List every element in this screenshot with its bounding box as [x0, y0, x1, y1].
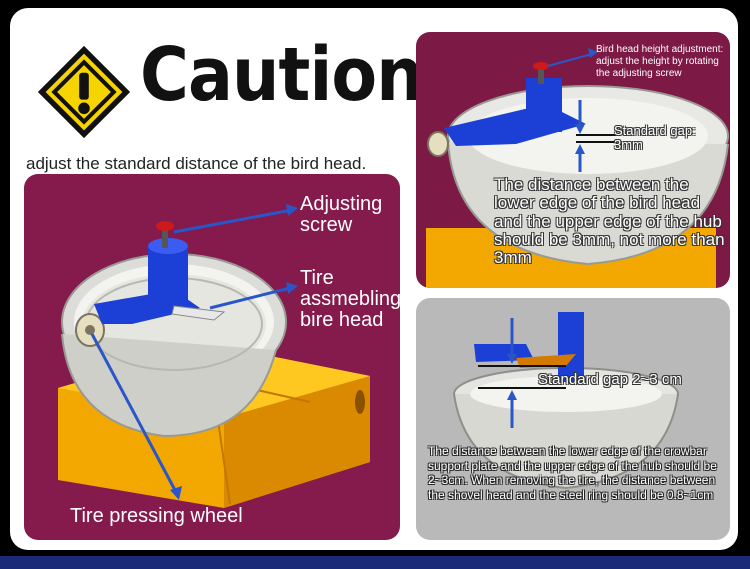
height-adjustment-note: Bird head height adjustment: adjust the …: [596, 44, 726, 80]
warning-icon: [36, 44, 132, 140]
standard-gap-2-3cm-label: Standard gap 2~3 cm: [538, 372, 682, 388]
crowbar-distance-note: The distance between the lower edge of t…: [428, 444, 722, 503]
standard-gap-3mm-label: Standard gap: 3mm: [614, 124, 724, 152]
bird-head-gap-panel: Bird head height adjustment: adjust the …: [416, 32, 730, 288]
page-subtitle: adjust the standard distance of the bird…: [26, 154, 366, 174]
crowbar-gap-illustration: [416, 298, 730, 540]
main-illustration-panel: Adjusting screw Tire assmebling bire hea…: [24, 174, 400, 540]
page-title: Caution: [140, 38, 423, 112]
bird-head-distance-note: The distance between the lower edge of t…: [494, 176, 726, 268]
footer-bar: [0, 556, 750, 569]
caution-card: Caution adjust the standard distance of …: [10, 8, 738, 550]
pressing-wheel-label: Tire pressing wheel: [70, 506, 243, 527]
crowbar-gap-panel: Standard gap 2~3 cm The distance between…: [416, 298, 730, 540]
adjusting-screw-label: Adjusting screw: [300, 194, 400, 236]
tire-head-label: Tire assmebling bire head: [300, 268, 396, 331]
